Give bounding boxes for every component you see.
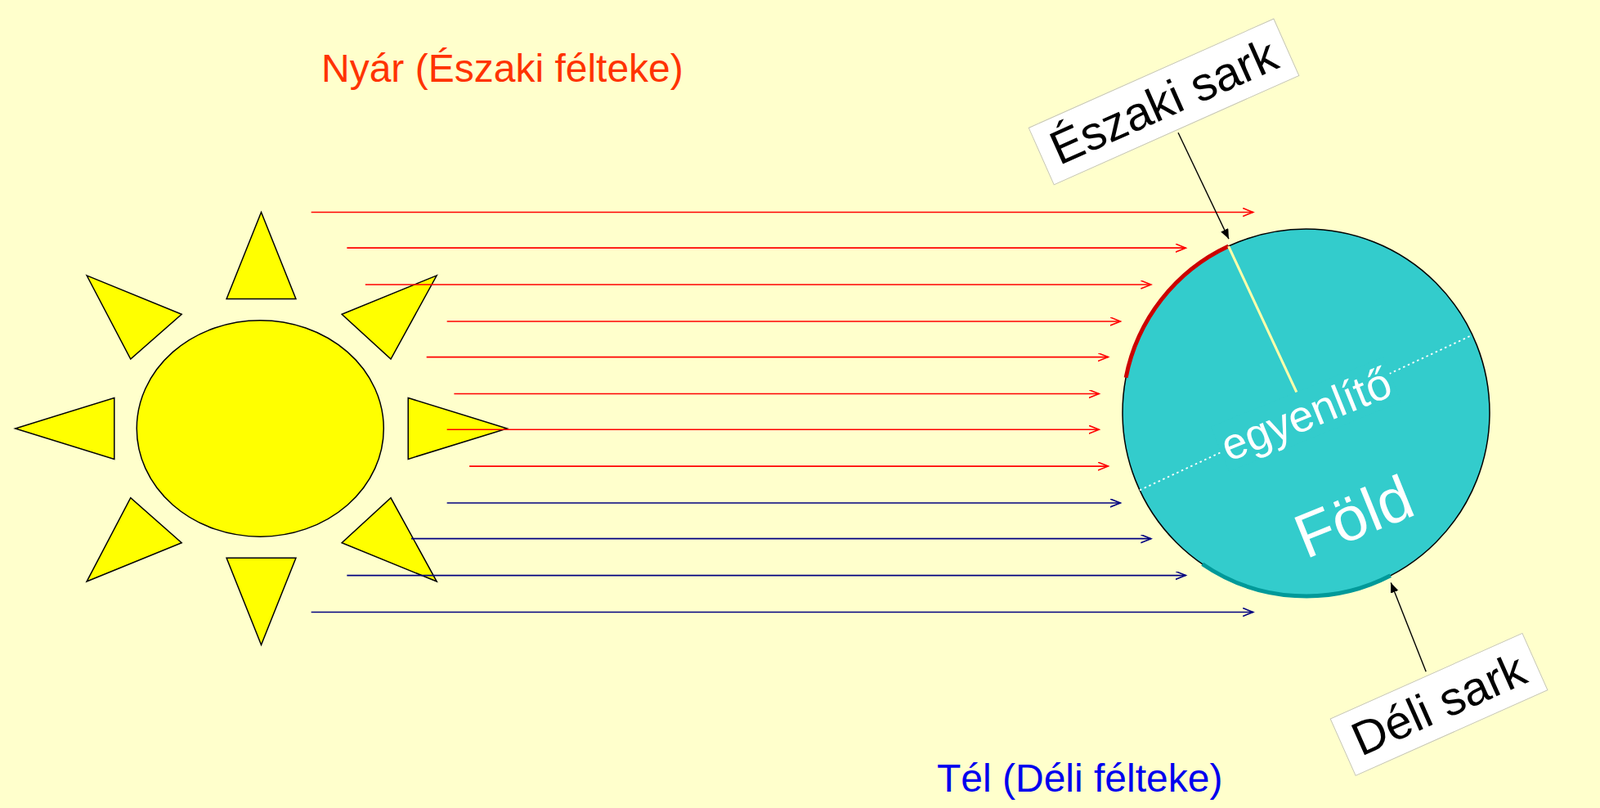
season-heading: Nyár (Északi félteke) (321, 47, 684, 91)
sun (15, 211, 508, 645)
pole-tag: Északi sark (1027, 17, 1299, 185)
sun-rays-winter (311, 502, 1254, 612)
leader-arrow (1390, 582, 1426, 673)
lit-arc (1125, 246, 1229, 378)
pole-name: Északi sark (1041, 26, 1286, 176)
season-heading: Tél (Déli félteke) (936, 757, 1223, 801)
axis-line (1228, 246, 1298, 395)
leader-arrow (1178, 132, 1229, 239)
pole-name: Déli sark (1343, 641, 1534, 767)
dark-arc (1202, 564, 1391, 597)
earth-circle: egyenlítőFöld (1122, 228, 1490, 597)
sun-rays-summer (311, 211, 1254, 467)
pole-tag: Déli sark (1330, 631, 1549, 776)
earth-outline (1122, 228, 1490, 597)
equator-line (1139, 335, 1473, 491)
